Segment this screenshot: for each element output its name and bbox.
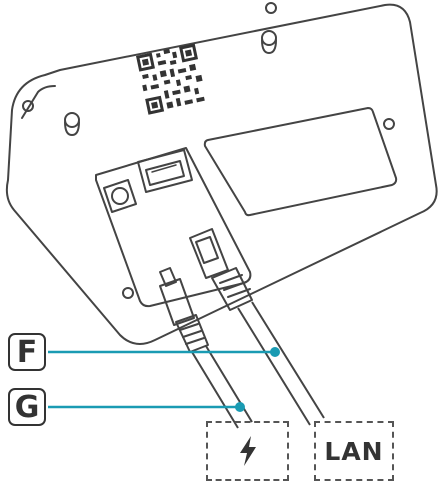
device-rear-edge: [21, 85, 56, 119]
port-recess: [95, 147, 252, 308]
callout-lines: [48, 347, 280, 412]
callout-g: G: [8, 388, 46, 426]
callout-f-label: F: [16, 334, 38, 370]
cables: [191, 301, 325, 429]
qr-code: [136, 43, 205, 115]
mounting-hole-right: [261, 30, 277, 54]
ethernet-plug: [189, 228, 253, 311]
lan-label: LAN: [324, 436, 384, 466]
callout-dot-f: [270, 347, 280, 357]
power-connector-box: [206, 421, 289, 481]
power-plug: [159, 267, 209, 353]
foot-dot-1: [22, 100, 34, 112]
mounting-hole-left: [64, 112, 80, 136]
foot-dot-4: [122, 287, 134, 299]
foot-dot-3: [383, 118, 395, 130]
lightning-bolt-icon: [239, 436, 256, 466]
callout-dot-g: [235, 402, 245, 412]
callout-f: F: [8, 333, 46, 371]
callout-g-label: G: [14, 389, 40, 425]
foot-dot-2: [265, 2, 277, 14]
device-body: [5, 3, 438, 345]
lan-connector-box: LAN: [314, 421, 394, 481]
label-plate: [203, 107, 398, 217]
lan-cable: [237, 301, 325, 426]
power-cable: [191, 345, 253, 429]
ethernet-port: [137, 149, 193, 193]
power-port: [103, 179, 137, 213]
